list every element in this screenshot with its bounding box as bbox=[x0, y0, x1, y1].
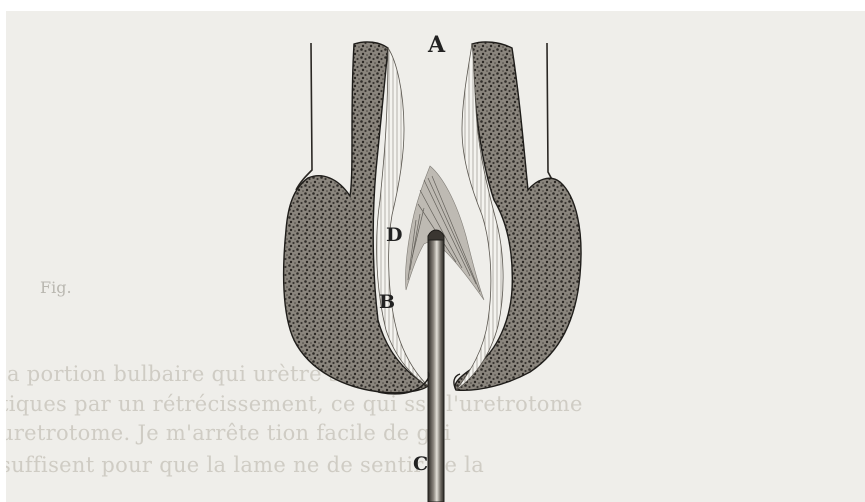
label-d: D bbox=[386, 226, 402, 245]
label-a: A bbox=[428, 34, 445, 56]
label-b: B bbox=[379, 293, 395, 312]
label-c: C bbox=[413, 455, 428, 474]
page-edge-top bbox=[0, 0, 865, 11]
instrument-rod bbox=[428, 240, 444, 502]
right-sheath-line bbox=[547, 43, 560, 190]
page-edge-left bbox=[0, 0, 6, 502]
left-sheath-line bbox=[296, 43, 312, 190]
left-spongy-body bbox=[284, 42, 428, 393]
